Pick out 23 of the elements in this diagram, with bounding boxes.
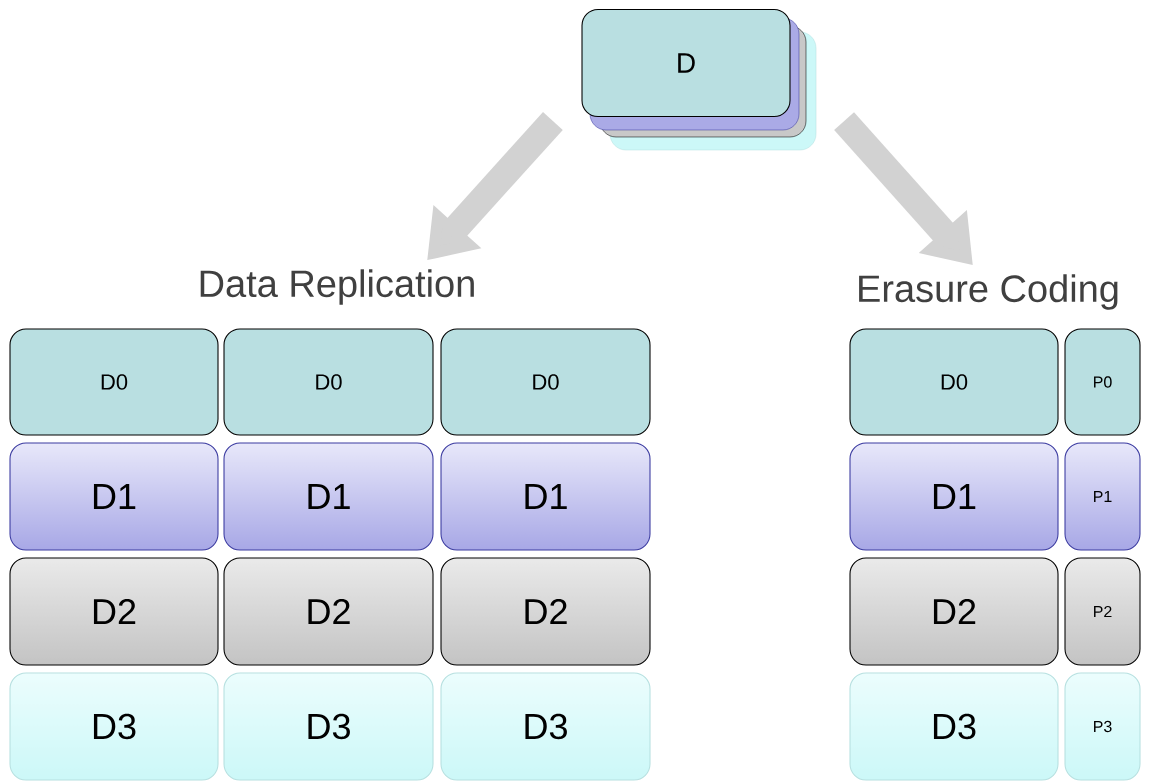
data-block: D1	[9, 442, 219, 551]
section-title: Erasure Coding	[859, 274, 1118, 310]
data-block: D2	[9, 557, 219, 666]
data-block: D0	[223, 328, 434, 436]
section-title: Data Replication	[200, 269, 474, 305]
parity-block: P2	[1064, 557, 1141, 666]
stacked-blocks-drawing: D	[581, 8, 817, 151]
data-block: D0	[849, 328, 1059, 436]
data-block: D3	[9, 672, 219, 781]
data-block: D3	[223, 672, 434, 781]
data-block: D1	[223, 442, 434, 551]
data-block: D3	[440, 672, 651, 781]
data-block: D1	[849, 442, 1059, 551]
parity-block: P0	[1064, 328, 1141, 436]
data-block: D3	[849, 672, 1059, 781]
data-block: D2	[440, 557, 651, 666]
data-block: D1	[440, 442, 651, 551]
parity-block: P1	[1064, 442, 1141, 551]
parity-block: P3	[1064, 672, 1141, 781]
data-block: D2	[223, 557, 434, 666]
data-block: D0	[9, 328, 219, 436]
data-block: D0	[440, 328, 651, 436]
data-block: D2	[849, 557, 1059, 666]
